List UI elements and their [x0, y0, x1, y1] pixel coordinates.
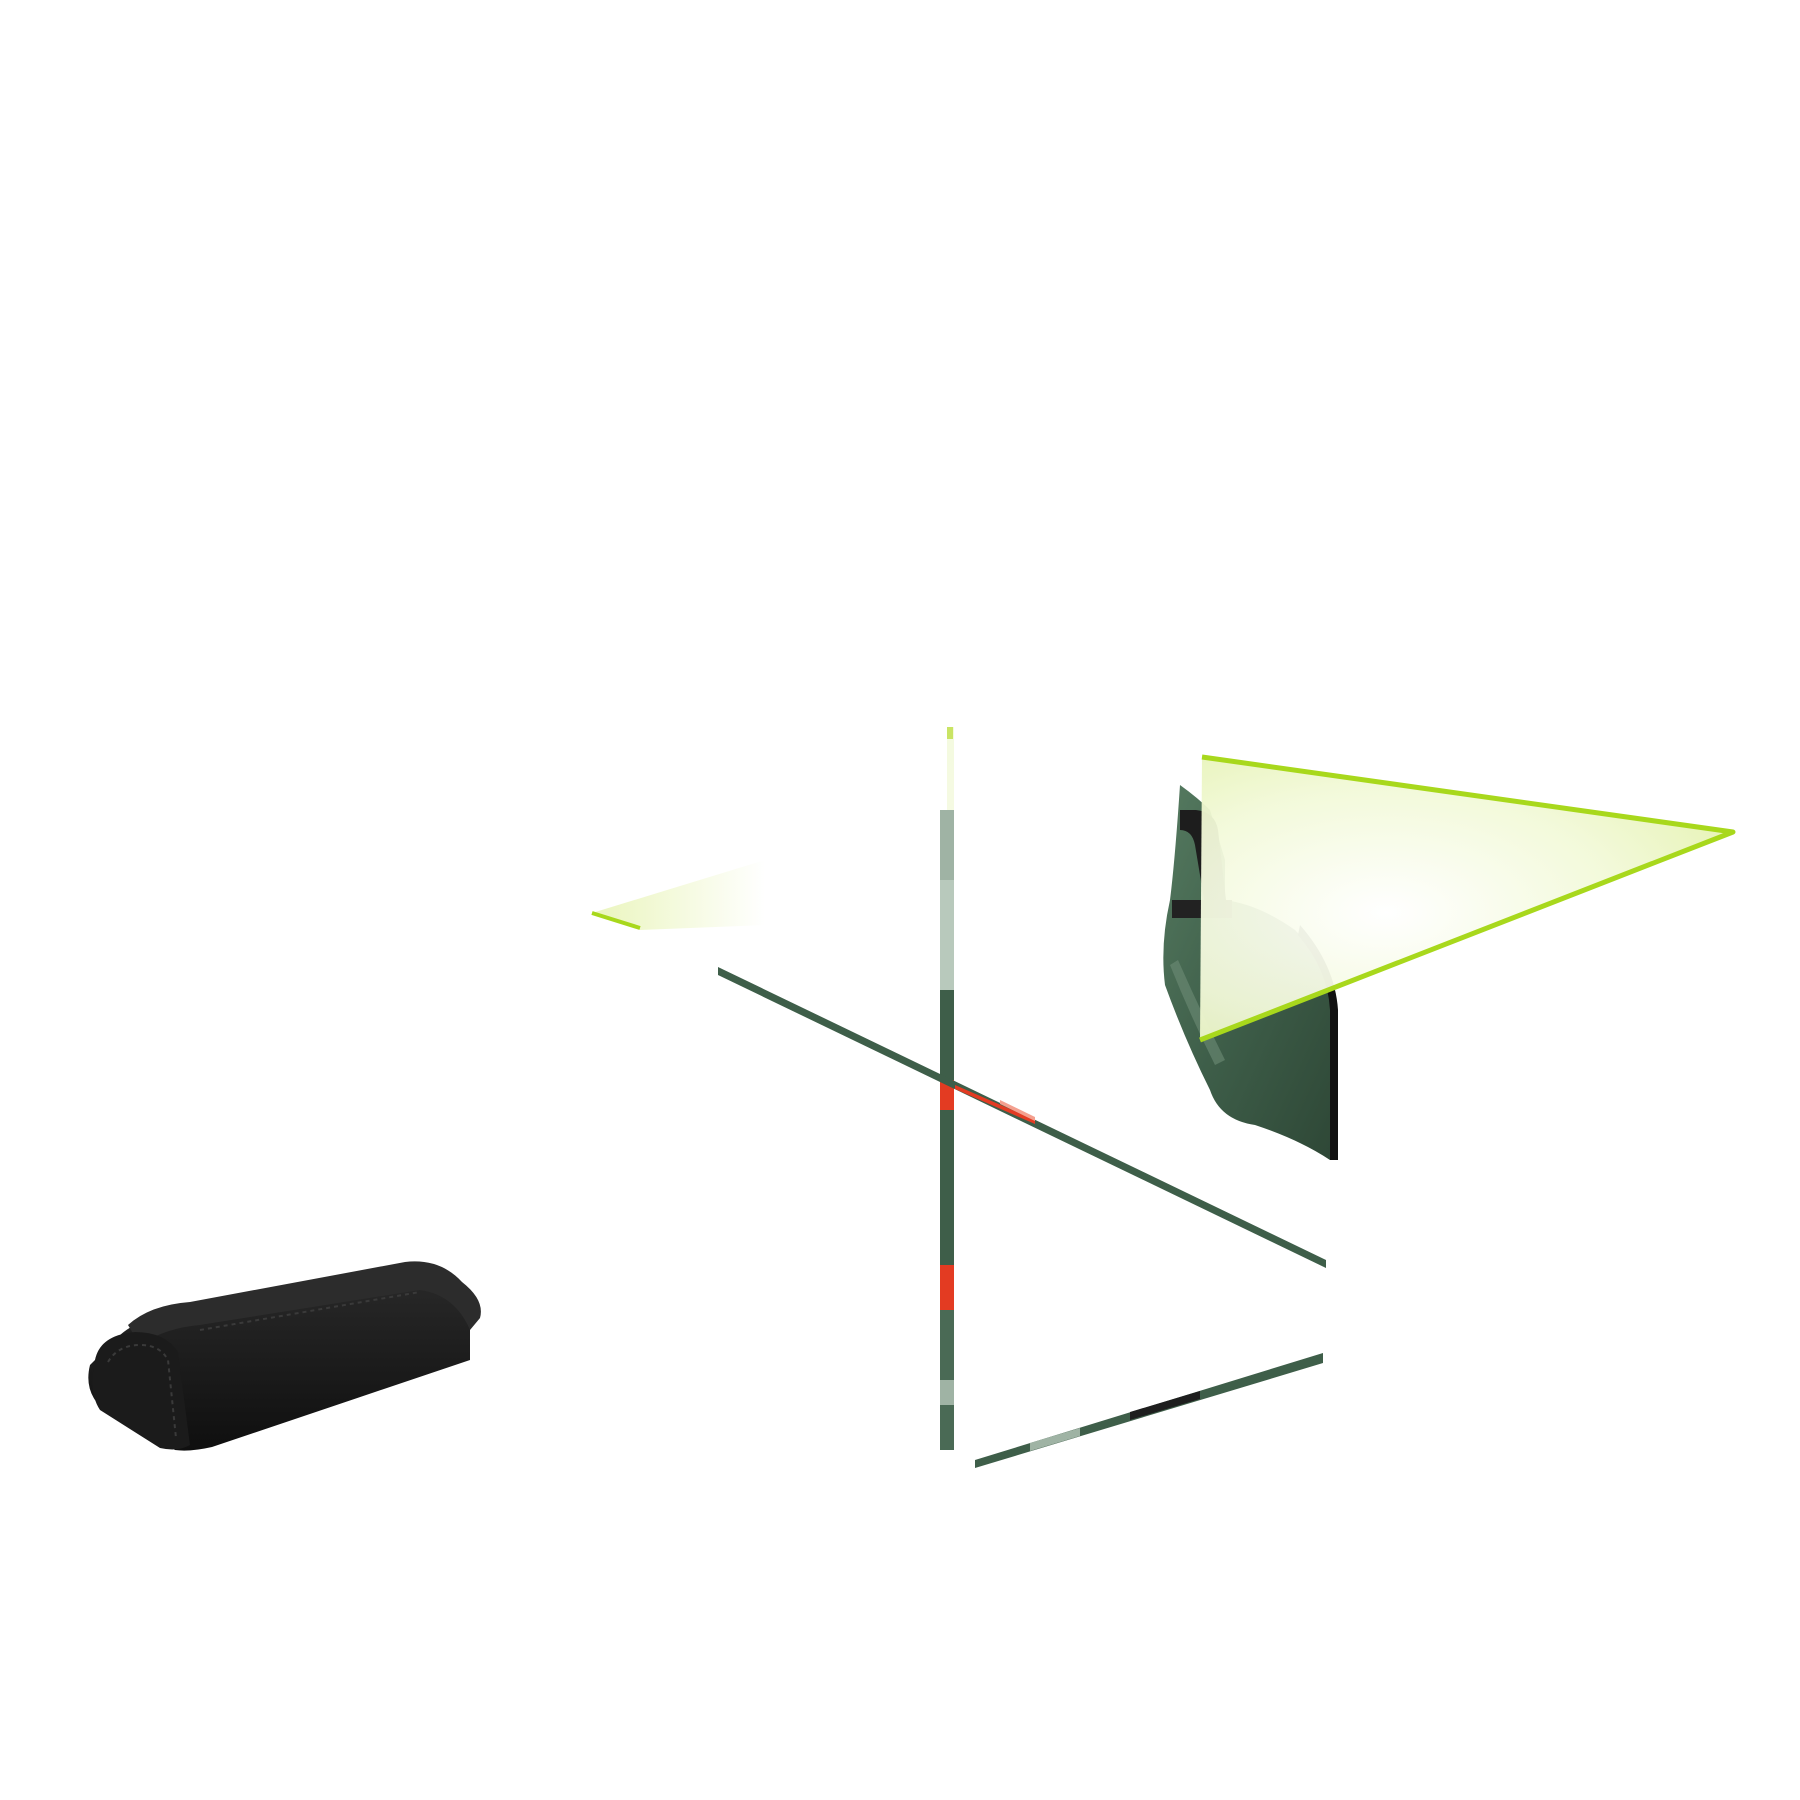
right-laser-fan	[1199, 754, 1736, 1043]
left-laser-fan	[591, 860, 765, 930]
storage-pouch	[88, 1261, 481, 1451]
device-base-edge	[975, 1353, 1323, 1468]
device-center-strip	[940, 810, 954, 1450]
device-diagonal-edge	[718, 967, 1326, 1268]
